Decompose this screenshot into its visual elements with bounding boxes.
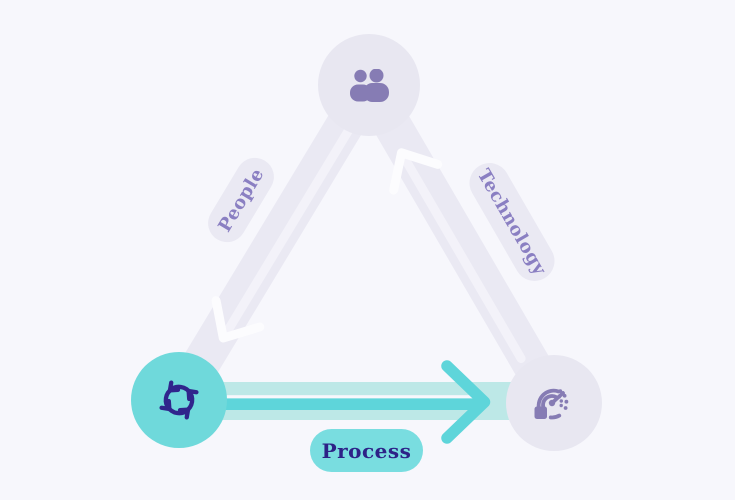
gauge-square bbox=[534, 406, 547, 419]
gauge-bottom-arc bbox=[548, 413, 562, 420]
people-to-process-arrow-head bbox=[211, 296, 265, 343]
technology-to-people-arrow-head bbox=[389, 148, 443, 195]
edge-technology-people-band bbox=[352, 75, 571, 413]
gauge-dots bbox=[534, 389, 569, 419]
gauge-outer-arc bbox=[536, 388, 561, 411]
node-process bbox=[131, 352, 227, 448]
label-process: Process bbox=[310, 429, 423, 472]
person-back-head bbox=[354, 69, 367, 82]
process-to-technology-arrow-head bbox=[441, 360, 491, 444]
node-technology bbox=[506, 355, 602, 451]
process-arrow-seam bbox=[225, 395, 477, 399]
edge-people-process-band bbox=[162, 75, 386, 410]
process-to-technology-arrow-shaft bbox=[198, 398, 477, 410]
label-process-text: Process bbox=[321, 438, 412, 463]
cycle-arrows-icon bbox=[159, 380, 199, 420]
people-icon bbox=[350, 68, 389, 102]
gauge-icon bbox=[534, 388, 569, 420]
person-front-head bbox=[369, 68, 384, 82]
people-to-process-arrow-shaft bbox=[221, 124, 354, 338]
cycle-arrow-left bbox=[159, 386, 175, 412]
person-front-body bbox=[363, 82, 389, 102]
technology-to-people-arrow-shaft bbox=[401, 155, 526, 363]
node-people bbox=[318, 34, 420, 136]
